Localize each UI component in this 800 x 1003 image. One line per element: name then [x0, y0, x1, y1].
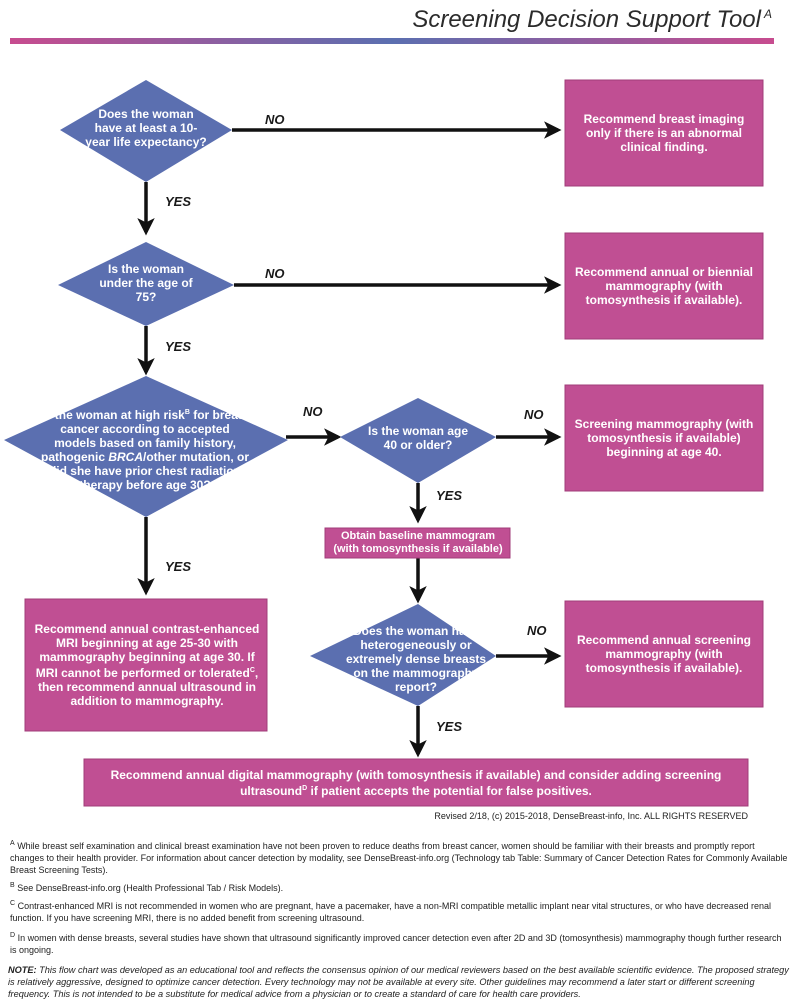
result-box-annual-screening	[564, 600, 764, 708]
q5-label: Does the woman have heterogeneously or e…	[345, 624, 487, 694]
footnote-a: A While breast self examination and clin…	[10, 840, 788, 875]
result-box-final	[83, 758, 749, 807]
revision-notice: Revised 2/18, (c) 2015-2018, DenseBreast…	[434, 811, 748, 821]
baseline-label: Obtain baseline mammogram (with tomosynt…	[333, 530, 503, 555]
r4-label: Recommend annual contrast-enhanced MRI b…	[34, 622, 260, 708]
edge-label-q2-no: NO	[265, 266, 285, 281]
q1-label: Does the woman have at least a 10-year l…	[85, 107, 207, 149]
q2-label: Is the woman under the age of 75?	[99, 262, 193, 304]
edge-label-q1-yes: YES	[165, 194, 192, 209]
edge-label-q5-no: NO	[527, 623, 547, 638]
r2-label: Recommend annual or biennial mammography…	[574, 265, 754, 307]
edge-label-q4-no: NO	[524, 407, 544, 422]
header-divider	[10, 38, 774, 44]
edge-label-q4-yes: YES	[436, 488, 463, 503]
q3-label: Is the woman at high riskB for breast ca…	[40, 408, 249, 492]
result-box-abnormal-finding	[564, 79, 764, 187]
decision-diamond-high-risk	[4, 376, 288, 517]
result-box-baseline	[324, 527, 511, 559]
r3-label: Screening mammography (with tomosynthesi…	[574, 417, 754, 459]
edge-label-q2-yes: YES	[165, 339, 192, 354]
result-box-age-40	[564, 384, 764, 492]
footnote-d: D In women with dense breasts, several s…	[10, 932, 782, 955]
disclaimer-note: NOTE: This flow chart was developed as a…	[8, 965, 789, 999]
result-box-annual-biennial	[564, 232, 764, 340]
footnote-b: B See DenseBreast-info.org (Health Profe…	[10, 882, 284, 893]
decision-diamond-life-expectancy	[60, 80, 232, 182]
decision-diamond-age-40	[340, 398, 496, 483]
q4-label: Is the woman age 40 or older?	[367, 424, 469, 452]
r1-label: Recommend breast imaging only if there i…	[583, 112, 745, 154]
decision-diamond-dense-breasts	[310, 604, 496, 706]
result-box-mri	[24, 598, 268, 732]
footnote-c: C Contrast-enhanced MRI is not recommend…	[10, 900, 771, 923]
edge-label-q1-no: NO	[265, 112, 285, 127]
edge-label-q5-yes: YES	[436, 719, 463, 734]
edge-label-q3-no: NO	[303, 404, 323, 419]
final-label: Recommend annual digital mammography (wi…	[110, 768, 722, 798]
decision-diamond-age-75	[58, 242, 234, 326]
edge-label-q3-yes: YES	[165, 559, 192, 574]
r5-label: Recommend annual screening mammography (…	[576, 633, 752, 675]
flowchart	[4, 79, 764, 807]
